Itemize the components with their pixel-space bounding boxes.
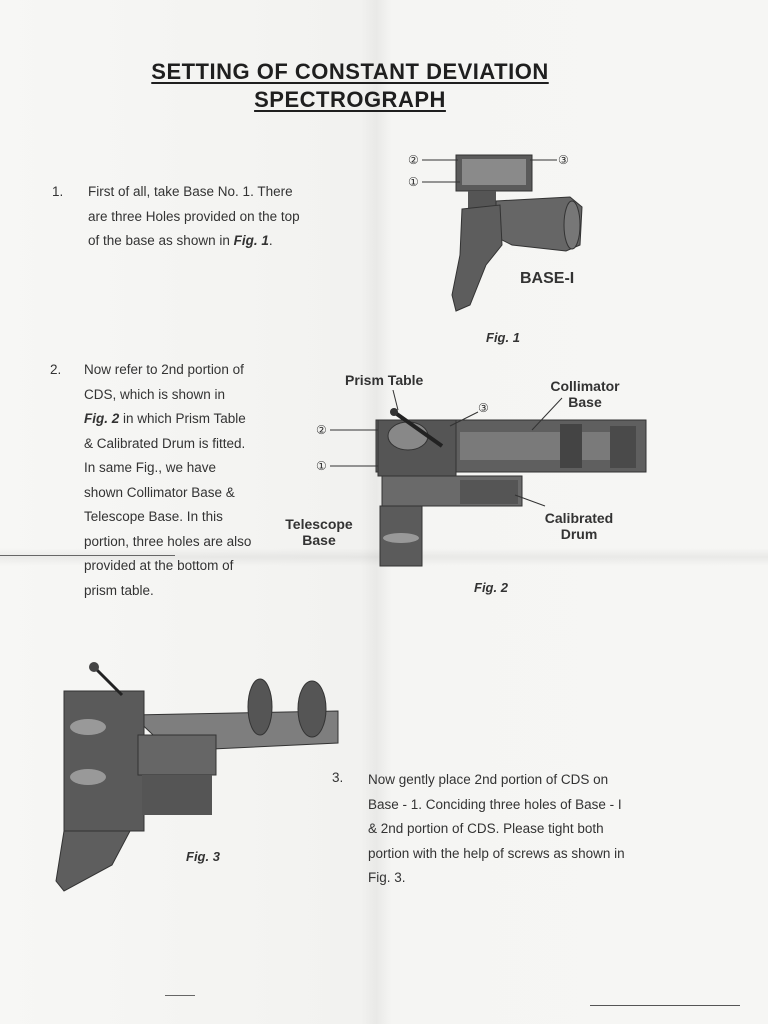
fig1-marker-1: ①: [408, 175, 419, 189]
step-3-line: Base - 1. Conciding three holes of Base …: [368, 796, 622, 812]
step-2-line: shown Collimator Base &: [84, 484, 235, 500]
fig2-caption: Fig. 2: [474, 580, 508, 595]
fig2-marker-2: ②: [316, 423, 327, 437]
step-1-line: are three Holes provided on the top: [88, 208, 300, 224]
prism-table-label: Prism Table: [345, 372, 424, 388]
fig2-marker-3: ③: [478, 401, 489, 415]
fig-ref: Fig. 2: [84, 411, 120, 426]
footer-mark: [165, 995, 195, 996]
step-2-line: In same Fig., we have: [84, 460, 217, 475]
fig-2-cds-drawing: ② ① ③: [316, 390, 647, 567]
title-line-2: SPECTROGRAPH: [254, 87, 446, 112]
fig1-base-label: BASE-I: [520, 270, 575, 287]
fig2-marker-1: ①: [316, 459, 327, 473]
assembled-cds-illustration: [55, 662, 339, 892]
step-1-number: 1.: [52, 184, 64, 199]
step-1-line: First of all, take Base No. 1. There: [88, 184, 293, 199]
title-line-1: SETTING OF CONSTANT DEVIATION: [151, 59, 549, 84]
step-2-line: & Calibrated Drum is fitted.: [84, 435, 246, 451]
step-2-number: 2.: [50, 362, 62, 377]
step-3-number: 3.: [332, 770, 344, 785]
cds-portion-illustration: [375, 408, 647, 567]
step-2-line: provided at the bottom of: [84, 558, 234, 573]
fig-3-assembly-drawing: [55, 662, 339, 892]
step-2-line: portion, three holes are also: [84, 533, 252, 549]
step-2-line: Fig. 2 in which Prism Table: [84, 411, 246, 426]
step-1-line: of the base as shown in Fig. 1.: [88, 233, 273, 248]
base-1-illustration: [451, 154, 583, 312]
step-2-line: Now refer to 2nd portion of: [84, 362, 244, 377]
fig3-caption: Fig. 3: [186, 849, 220, 864]
fig1-caption: Fig. 1: [486, 330, 520, 345]
step-2-line: prism table.: [84, 582, 154, 598]
step-3-line: Now gently place 2nd portion of CDS on: [368, 772, 609, 787]
step-2-line: CDS, which is shown in: [84, 386, 226, 402]
page-title: SETTING OF CONSTANT DEVIATION SPECTROGRA…: [60, 58, 640, 114]
step-2-line: Telescope Base. In this: [84, 509, 223, 524]
pen-stroke: [0, 555, 175, 556]
step-3-line: & 2nd portion of CDS. Please tight both: [368, 821, 604, 836]
step-3-line: portion with the help of screws as shown…: [368, 845, 625, 861]
step-3-text: Now gently place 2nd portion of CDS on B…: [368, 768, 668, 891]
step-2-text: Now refer to 2nd portion of CDS, which i…: [84, 358, 274, 603]
fig1-marker-3: ③: [558, 153, 569, 167]
footer-line: [590, 1005, 740, 1006]
step-3-line: Fig. 3.: [368, 870, 406, 885]
fig-ref: Fig. 1: [233, 233, 269, 248]
step-1-text: First of all, take Base No. 1. There are…: [88, 180, 338, 254]
fig-1-base-drawing: ② ① ③: [408, 153, 583, 312]
fig1-marker-2: ②: [408, 153, 419, 167]
